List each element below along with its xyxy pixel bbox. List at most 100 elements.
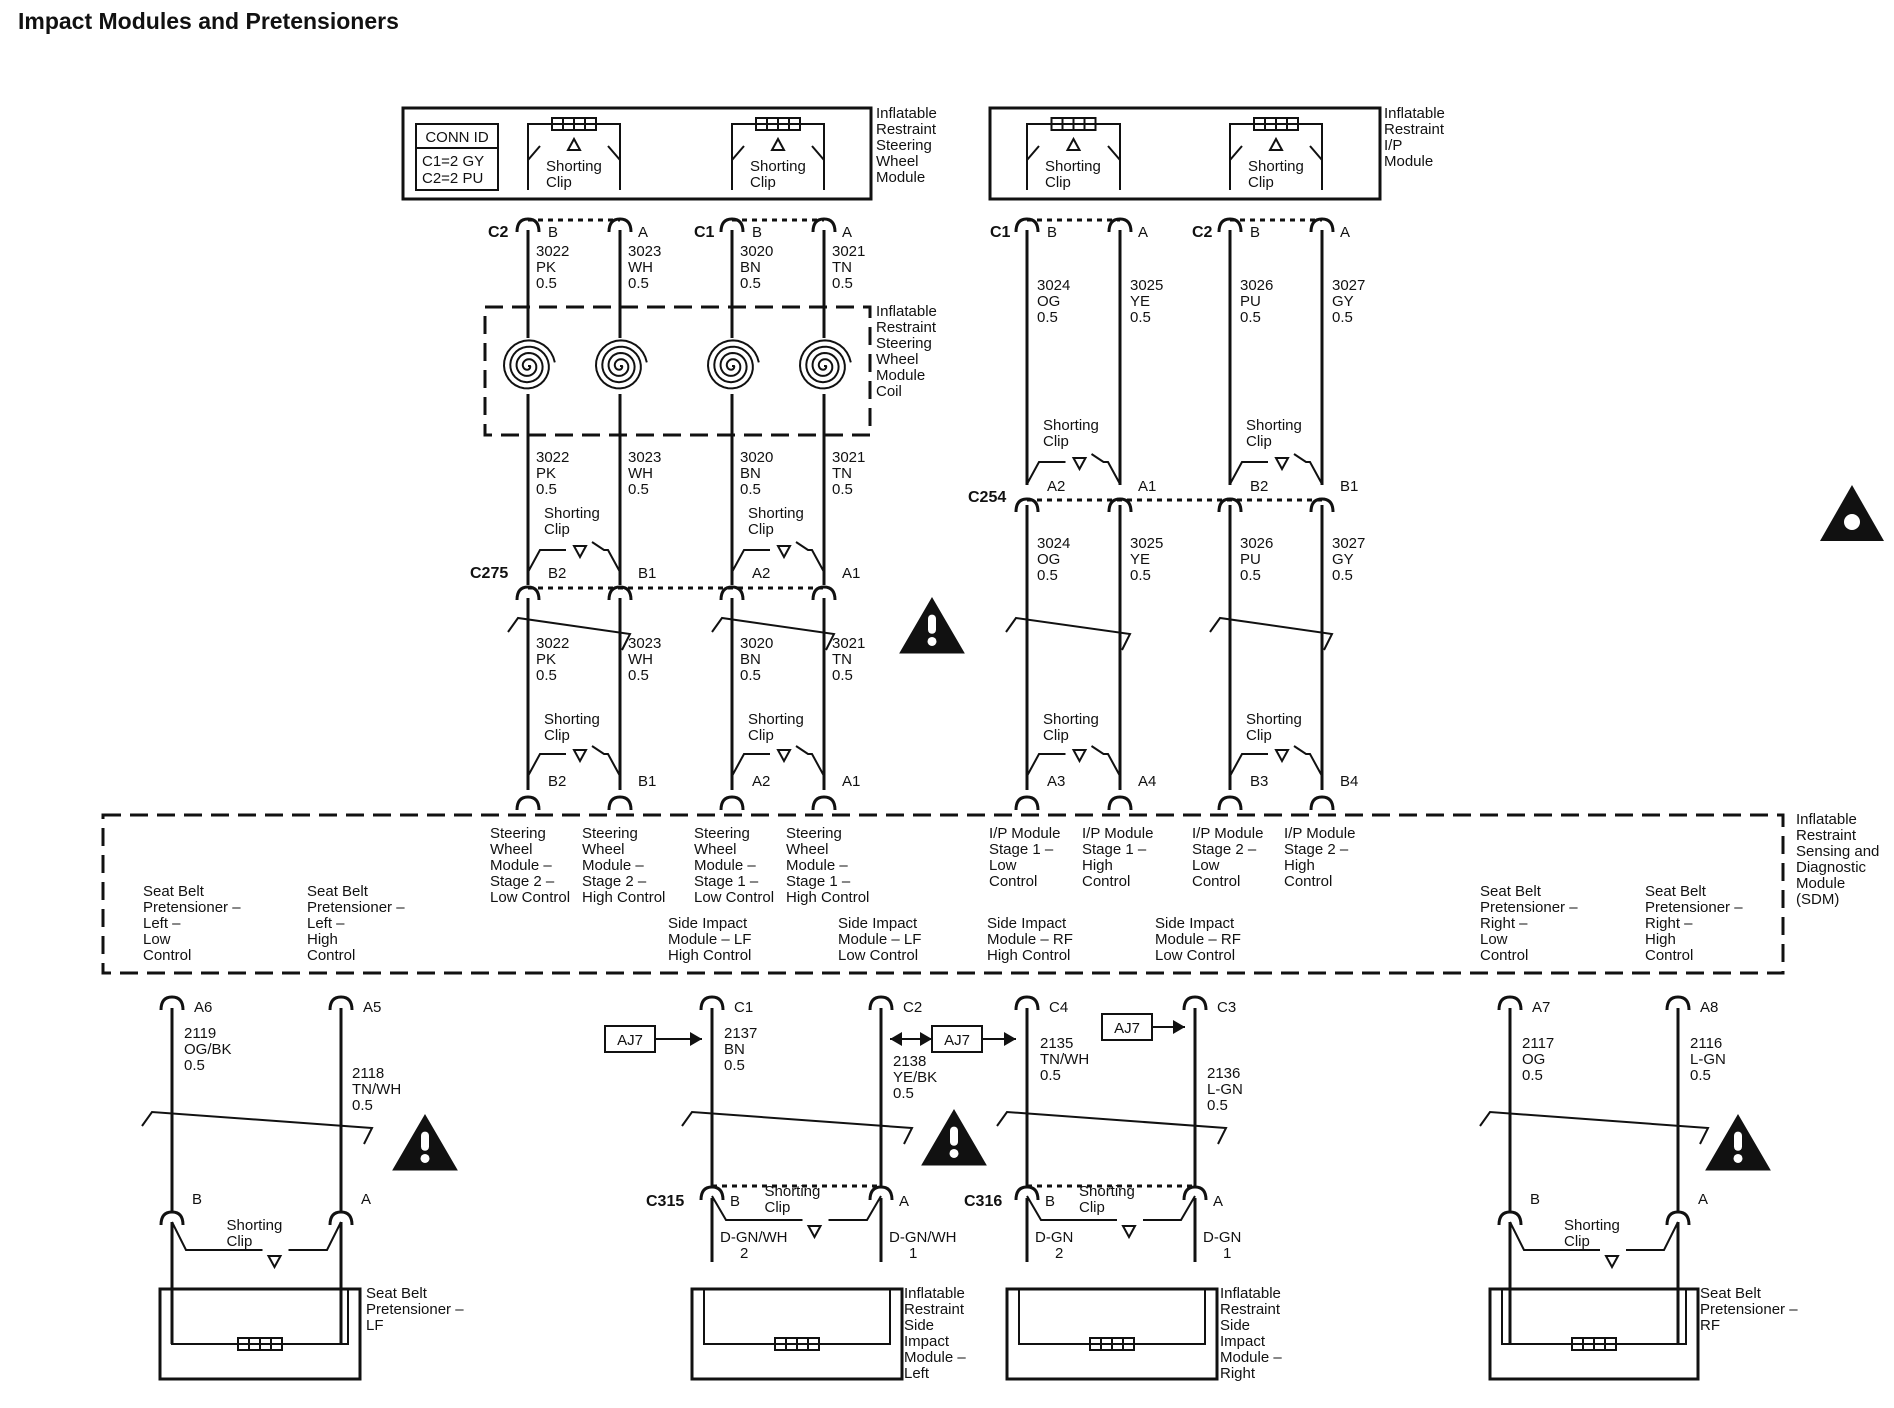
ip-wire-label-b-2-circuit: 3025 — [1130, 535, 1163, 552]
ip-pin-3: B — [1250, 224, 1260, 241]
steer-sdm-terminal — [607, 795, 633, 811]
ip-wire-label-a-1-circuit: 3024 — [1037, 277, 1070, 294]
pret-rf-pin-a: A — [1698, 1191, 1708, 1208]
airbag-symbol-icon-bag — [1844, 514, 1860, 530]
pretensioner-lf-squib-leads — [171, 1289, 349, 1345]
coil-box — [483, 305, 872, 437]
clockspring-coil-icon — [594, 339, 648, 390]
conn-id-line-2: C2=2 PU — [422, 170, 483, 187]
bottom-wire-label-3-circuit: 2137 — [724, 1025, 757, 1042]
ip-wire-label-a-3-size: 0.5 — [1240, 309, 1261, 326]
steering-module-clip-tab — [566, 136, 582, 151]
ip-module-label-line-4: Module — [1384, 153, 1433, 170]
c316-shorting-clip-label-line-1: Shorting — [1079, 1183, 1135, 1200]
c275-shorting-clip — [527, 541, 621, 573]
bottom-wire-label-6-size: 0.5 — [1207, 1097, 1228, 1114]
steering-wire-label-c-1-color: PK — [536, 651, 556, 668]
sdm-bottom-label-1-line-4: Low — [143, 931, 171, 948]
ip-wire-label-b-4-size: 0.5 — [1332, 567, 1353, 584]
connector-c316: C316 — [964, 1193, 1002, 1210]
sdm-bottom-label-1-line-2: Pretensioner – — [143, 899, 241, 916]
steering-pin-4: A — [842, 224, 852, 241]
sdm-steer-label-2-line-2: Wheel — [582, 841, 625, 858]
connector-steering-c1: C1 — [694, 224, 715, 241]
sdm-bottom-label-7-line-1: Seat Belt — [1480, 883, 1542, 900]
sdm-steer-label-4-line-5: High Control — [786, 889, 869, 906]
c315-pin-b: B — [730, 1193, 740, 1210]
steering-wire-label-c-3-color: BN — [740, 651, 761, 668]
bottom-wire-label-3-size: 0.5 — [724, 1057, 745, 1074]
ip-wire-label-a-3-circuit: 3026 — [1240, 277, 1273, 294]
c316-terminal — [1182, 1185, 1208, 1201]
steering-wire-label-b-2-color: WH — [628, 465, 653, 482]
steering-wire-label-b-1-size: 0.5 — [536, 481, 557, 498]
sdm-bottom-pin-1: A6 — [194, 999, 212, 1016]
sdm-steer-label-1-line-3: Module – — [490, 857, 552, 874]
sdm-bottom-label-8-line-2: Pretensioner – — [1645, 899, 1743, 916]
side-impact-left-label-line-3: Side — [904, 1317, 934, 1334]
side-impact-right-label-line-6: Right — [1220, 1365, 1256, 1382]
sdm-steer-label-3-line-5: Low Control — [694, 889, 774, 906]
steer-sdm-terminal — [719, 795, 745, 811]
ip-wire-label-a-2-size: 0.5 — [1130, 309, 1151, 326]
ip-wire-label-b-2-color: YE — [1130, 551, 1150, 568]
sdm-label-line-4: Diagnostic — [1796, 859, 1867, 876]
page-title: Impact Modules and Pretensioners — [18, 8, 399, 34]
side-impact-left-label-line-1: Inflatable — [904, 1285, 965, 1302]
sdm-ip-label-4-line-3: High — [1284, 857, 1315, 874]
sdm-ip-label-1-line-3: Low — [989, 857, 1017, 874]
sdm-label-line-5: Module — [1796, 875, 1845, 892]
c275-shorting-clip-label-1-line-1: Shorting — [544, 505, 600, 522]
sdm-ip-label-3-line-3: Low — [1192, 857, 1220, 874]
ip-module-clip-tab — [1268, 136, 1284, 151]
pret-lf-shorting-clip-tab — [266, 1255, 283, 1270]
pret-lf-pin-b: B — [192, 1191, 202, 1208]
steering-module-shorting-clip-1-line-1: Shorting — [546, 158, 602, 175]
c254-shorting-clip — [1026, 453, 1121, 485]
pret-lf-terminal — [328, 1210, 354, 1226]
c315-shorting-clip-label-line-2: Clip — [765, 1199, 791, 1216]
sdm-steer-label-3-line-2: Wheel — [694, 841, 737, 858]
warning-icon-dot — [420, 1153, 430, 1163]
steering-wire-label-a-2-size: 0.5 — [628, 275, 649, 292]
c275-shorting-clip-tab — [572, 545, 588, 560]
sdm-bottom-label-5-line-3: High Control — [987, 947, 1070, 964]
diagram-static: CONN ID C1=2 GY C2=2 PU — [101, 106, 1785, 975]
steering-wire-label-b-4-color: TN — [832, 465, 852, 482]
coil-label-line-6: Coil — [876, 383, 902, 400]
ip-module-shorting-clip-2-line-2: Clip — [1248, 174, 1274, 191]
ip-wire-label-b-2-size: 0.5 — [1130, 567, 1151, 584]
side-impact-left-label-line-5: Module – — [904, 1349, 966, 1366]
sdm-bottom-label-7-line-5: Control — [1480, 947, 1528, 964]
steering-wire-label-a-4-circuit: 3021 — [832, 243, 865, 260]
diagram-dynamic: ShortingClipShortingClipInflatableRestra… — [141, 105, 1884, 1382]
c275-pin-1: B2 — [548, 565, 566, 582]
sdm-bottom-terminal — [159, 995, 185, 1011]
steer-sdm-pin-4: A1 — [842, 773, 860, 790]
coil-label-line-1: Inflatable — [876, 303, 937, 320]
steering-module-clip-tab — [770, 136, 786, 151]
sdm-bottom-terminal — [1182, 995, 1208, 1011]
steering-wire-label-a-3-size: 0.5 — [740, 275, 761, 292]
sdm-steer-label-2-line-4: Stage 2 – — [582, 873, 647, 890]
side-impact-right-squib-leads — [1018, 1289, 1206, 1345]
c315-shorting-clip — [711, 1195, 882, 1221]
ip-module-label-line-3: I/P — [1384, 137, 1402, 154]
bottom-wire-label-1-color: OG/BK — [184, 1041, 232, 1058]
c315-pin-a: A — [899, 1193, 909, 1210]
steering-wire-label-b-3-size: 0.5 — [740, 481, 761, 498]
side-out-wire-num-1: 2 — [740, 1245, 748, 1262]
side-impact-left-box — [690, 1287, 904, 1381]
pretensioner-lf-label-line-2: Pretensioner – — [366, 1301, 464, 1318]
steering-wire-label-a-2-color: WH — [628, 259, 653, 276]
sdm-bottom-label-2-line-1: Seat Belt — [307, 883, 369, 900]
side-impact-left-label-line-2: Restraint — [904, 1301, 965, 1318]
sdm-bottom-label-1-line-5: Control — [143, 947, 191, 964]
bottom-wire-label-6-circuit: 2136 — [1207, 1065, 1240, 1082]
sdm-ip-label-1-line-1: I/P Module — [989, 825, 1060, 842]
c316-pin-a: A — [1213, 1193, 1223, 1210]
bottom-wire-label-1-circuit: 2119 — [184, 1025, 216, 1042]
sdm-bottom-terminal — [1665, 995, 1691, 1011]
sdm-ip-label-4-line-2: Stage 2 – — [1284, 841, 1349, 858]
